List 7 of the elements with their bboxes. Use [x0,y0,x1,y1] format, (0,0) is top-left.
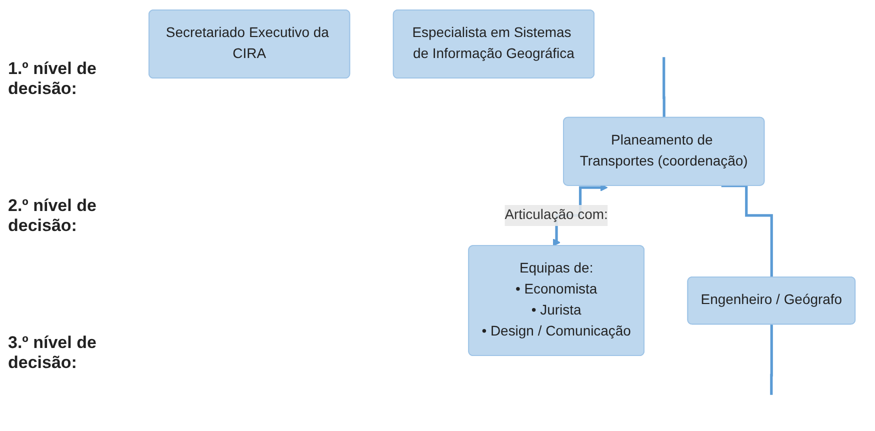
level-label: 1.º nível de decisão: [8,58,98,98]
edge-label: Articulação com: [505,208,608,222]
connector [662,56,666,120]
level-label: 2.º nível de decisão: [8,196,98,236]
connector [770,323,774,396]
level-label: 3.º nível de decisão: [8,332,98,372]
connector [722,184,774,279]
